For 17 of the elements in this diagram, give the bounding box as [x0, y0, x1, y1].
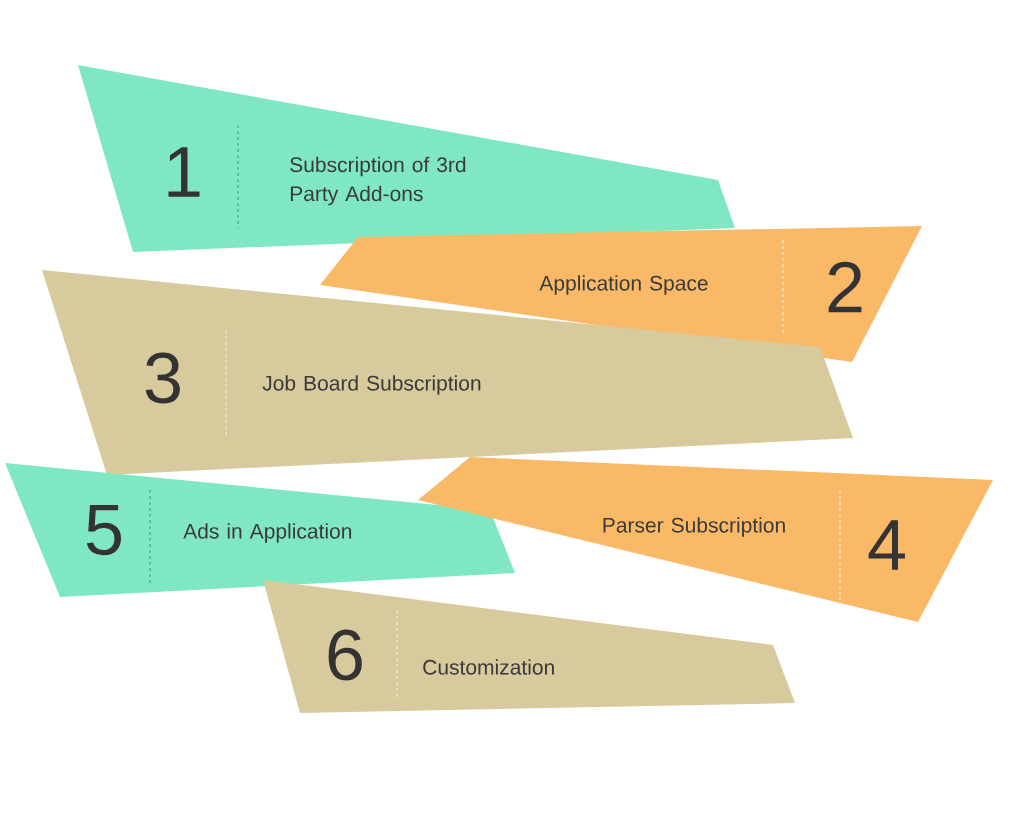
band: [320, 226, 922, 362]
step-number: 3: [145, 352, 180, 404]
band: [263, 580, 795, 713]
step-number: 6: [328, 629, 362, 681]
band: [418, 457, 993, 622]
band-label: Application Space: [539, 275, 708, 295]
band-label: Job Board Subscription: [262, 375, 481, 395]
band-label: Parser Subscription: [603, 517, 785, 537]
band-label: Subscription of 3rd Party Add-ons: [290, 156, 466, 206]
step-number: 1: [168, 147, 200, 197]
band: [5, 463, 515, 597]
step-number: 2: [828, 261, 862, 313]
band-label: Customization: [423, 659, 554, 675]
band: [78, 65, 735, 252]
band-label: Ads in Application: [183, 523, 352, 543]
step-number: 5: [86, 504, 121, 556]
step-number: 4: [868, 520, 905, 570]
